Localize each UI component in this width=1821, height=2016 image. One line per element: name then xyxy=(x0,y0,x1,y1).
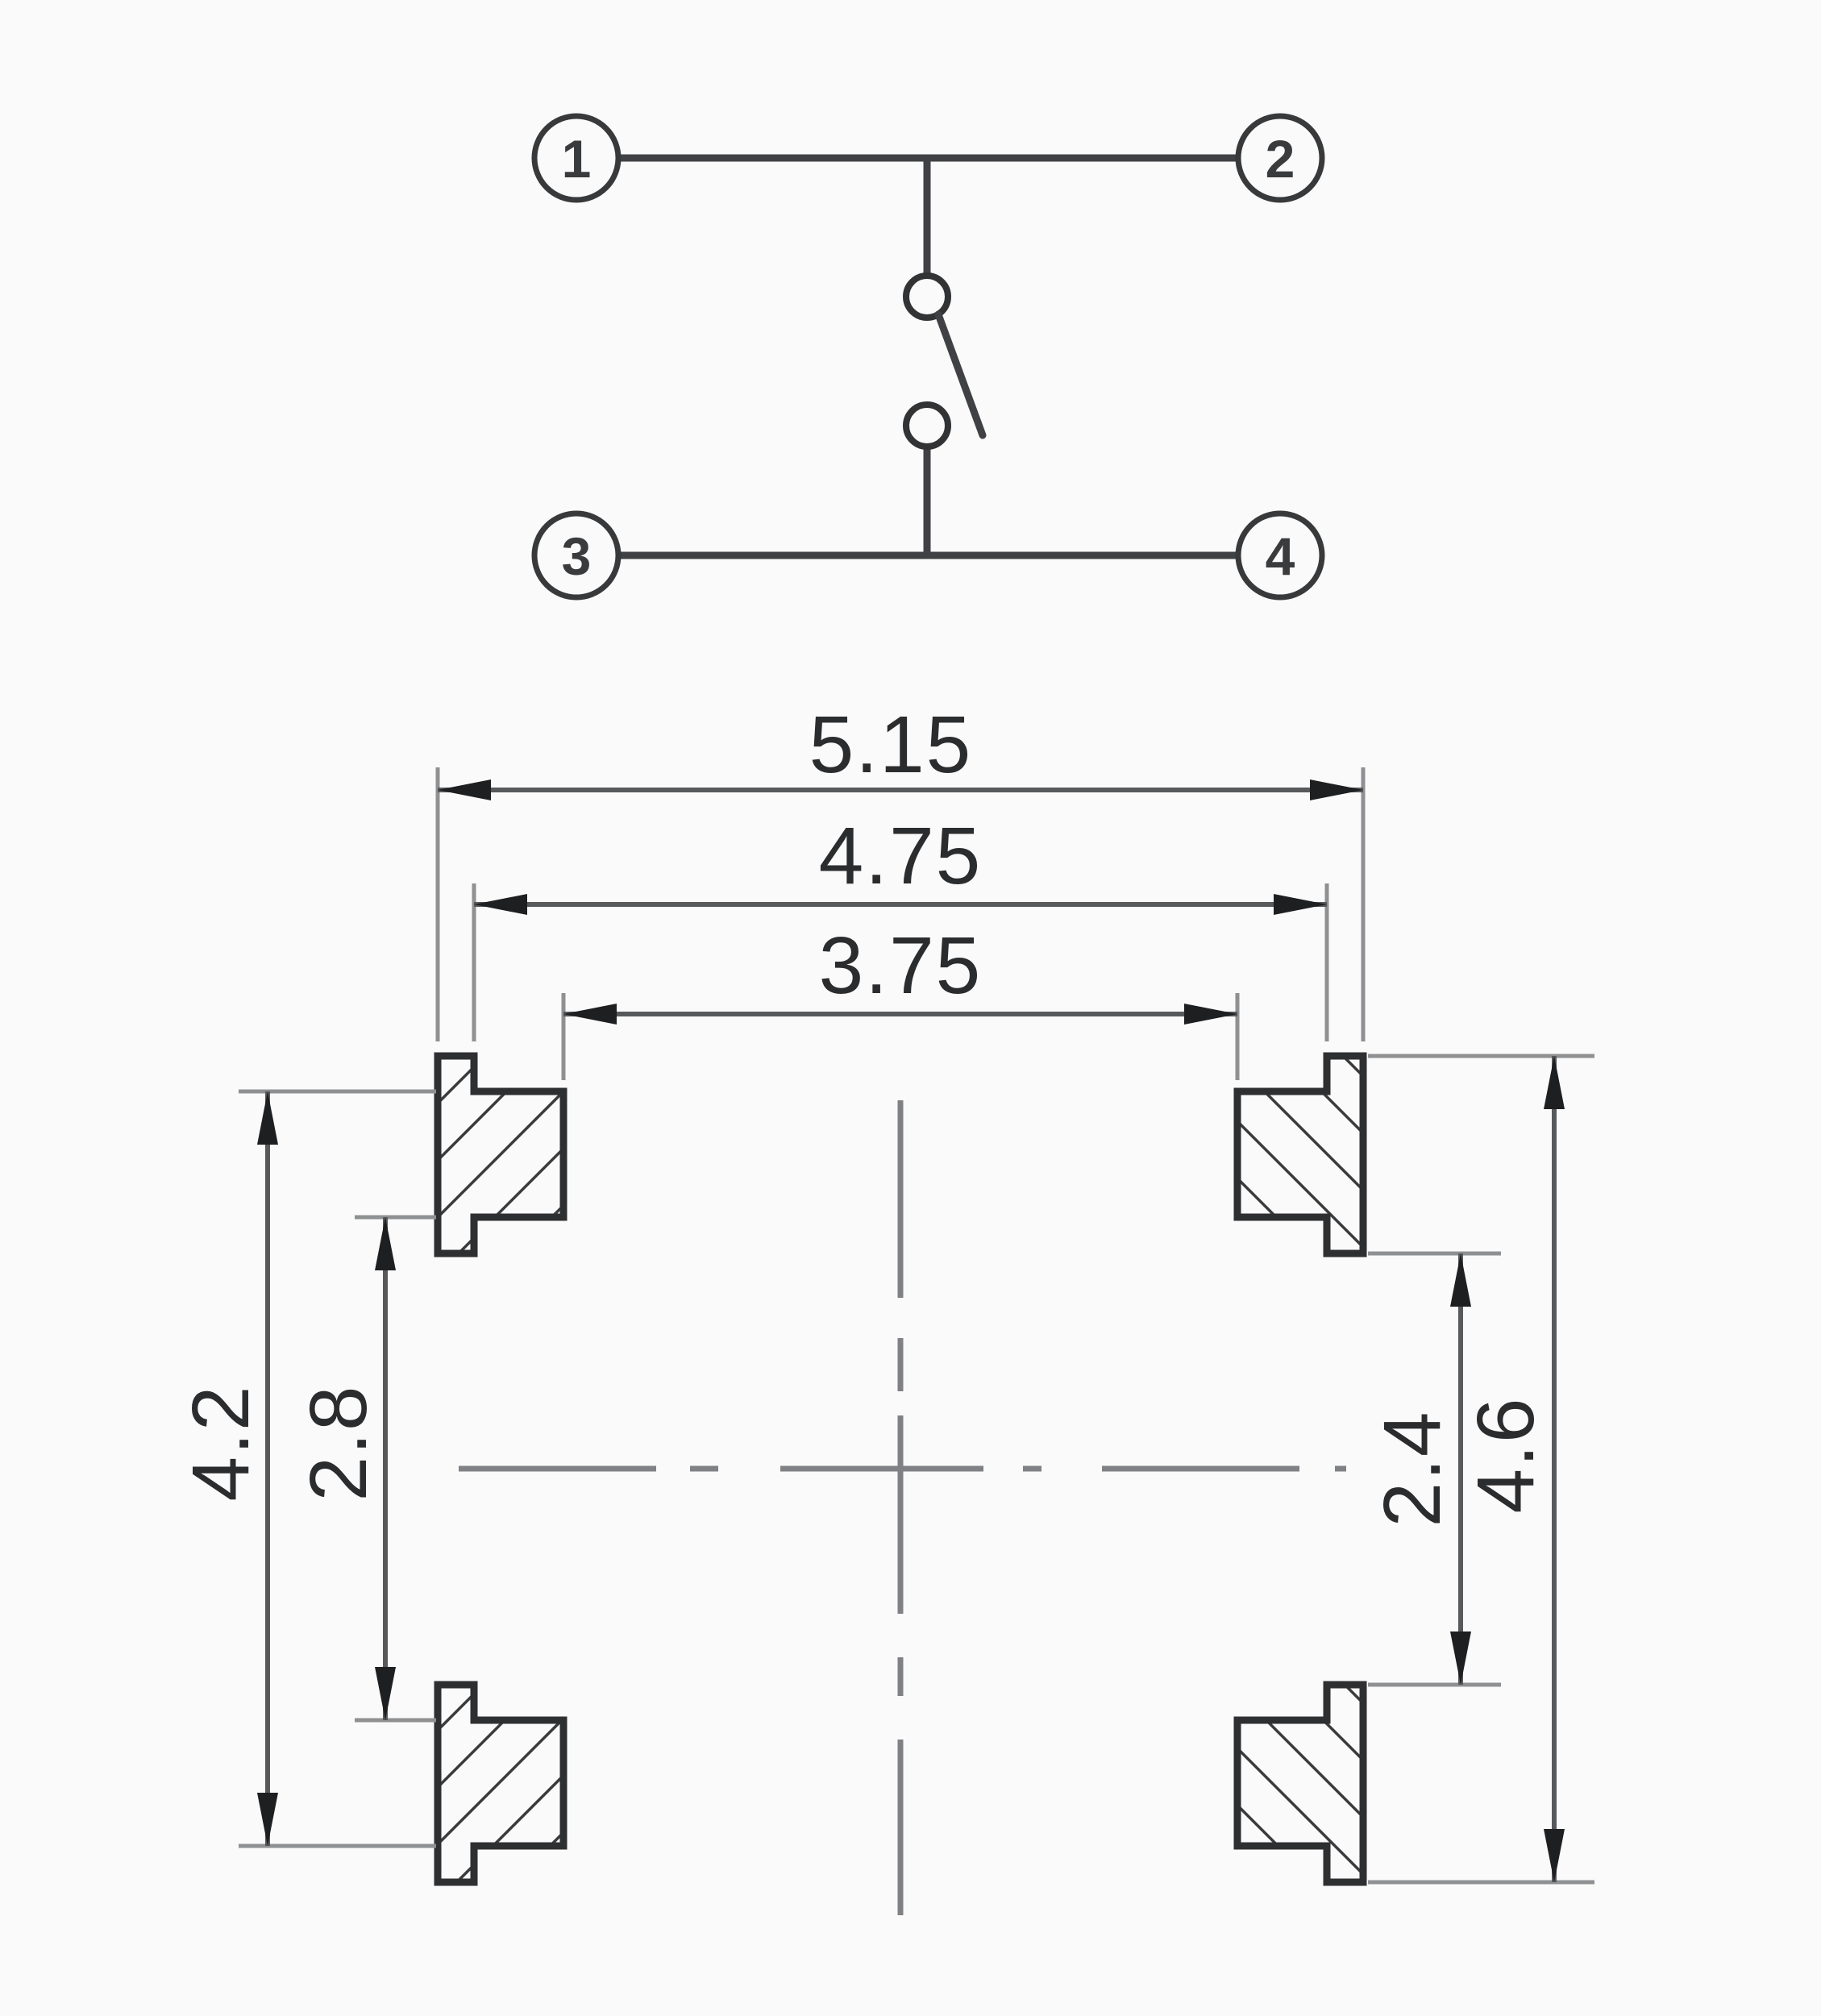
pin-2-label: 2 xyxy=(1266,129,1295,189)
switch-contact-top-circle xyxy=(903,272,951,321)
dimension-height-left-outer: 4.2 xyxy=(176,1091,278,1846)
arrowhead-down-icon xyxy=(1450,1632,1471,1685)
arrowhead-right-icon xyxy=(1274,894,1327,915)
arrowhead-down-icon xyxy=(1544,1829,1565,1882)
switch-contact-bottom-circle xyxy=(903,401,951,450)
arrowhead-up-icon xyxy=(1450,1253,1471,1307)
arrowhead-left-icon xyxy=(438,779,491,800)
pin-2-circle xyxy=(1235,113,1325,203)
dim-label-2-4: 2.4 xyxy=(1367,1410,1457,1527)
pad-top-left xyxy=(434,1052,568,1257)
arrowhead-left-icon xyxy=(563,1004,617,1025)
solder-pads xyxy=(434,1052,1367,1886)
arrowhead-down-icon xyxy=(375,1667,396,1720)
dimension-width-inner-bodies: 3.75 xyxy=(563,921,1237,1025)
pad-bottom-left xyxy=(434,1681,568,1886)
arrowhead-up-icon xyxy=(257,1091,278,1145)
arrowhead-right-icon xyxy=(1184,1004,1237,1025)
arrowhead-up-icon xyxy=(375,1217,396,1270)
pin-terminal-1: 1 xyxy=(531,113,622,203)
schematic-section: 1 2 3 4 xyxy=(531,113,1325,601)
dimension-height-right-outer: 4.6 xyxy=(1461,1056,1565,1882)
arrowhead-up-icon xyxy=(1544,1056,1565,1109)
dimension-height-left-inner: 2.8 xyxy=(293,1217,396,1720)
pad-top-right xyxy=(1233,1052,1367,1257)
pin-4-label: 4 xyxy=(1266,526,1295,586)
dimension-height-right-inner: 2.4 xyxy=(1367,1253,1471,1685)
pin-3-circle xyxy=(531,510,622,601)
pin-terminal-2: 2 xyxy=(1235,113,1325,203)
switch-lever xyxy=(934,310,987,439)
arrowhead-down-icon xyxy=(257,1793,278,1846)
dim-label-5-15: 5.15 xyxy=(809,700,973,790)
dimension-width-overall: 5.15 xyxy=(438,700,1363,800)
footprint-drawing: 5.15 4.75 3.75 4.2 2.8 xyxy=(176,700,1594,1915)
pin-3-label: 3 xyxy=(562,526,592,586)
arrowhead-right-icon xyxy=(1310,779,1363,800)
dim-label-2-8: 2.8 xyxy=(293,1384,384,1501)
pad-bottom-right xyxy=(1233,1681,1367,1886)
dim-label-4-2: 4.2 xyxy=(176,1384,266,1501)
pin-terminal-3: 3 xyxy=(531,510,622,601)
dim-label-3-75: 3.75 xyxy=(819,921,983,1011)
dim-label-4-75: 4.75 xyxy=(819,811,983,901)
dimension-width-inner-tabs: 4.75 xyxy=(474,811,1327,915)
arrowhead-left-icon xyxy=(474,894,527,915)
pin-4-circle xyxy=(1235,510,1325,601)
pin-terminal-4: 4 xyxy=(1235,510,1325,601)
pin-1-label: 1 xyxy=(562,129,592,189)
pin-1-circle xyxy=(531,113,622,203)
extension-lines xyxy=(239,767,1594,1885)
dim-label-4-6: 4.6 xyxy=(1461,1396,1551,1513)
centerlines xyxy=(459,1100,1346,1915)
